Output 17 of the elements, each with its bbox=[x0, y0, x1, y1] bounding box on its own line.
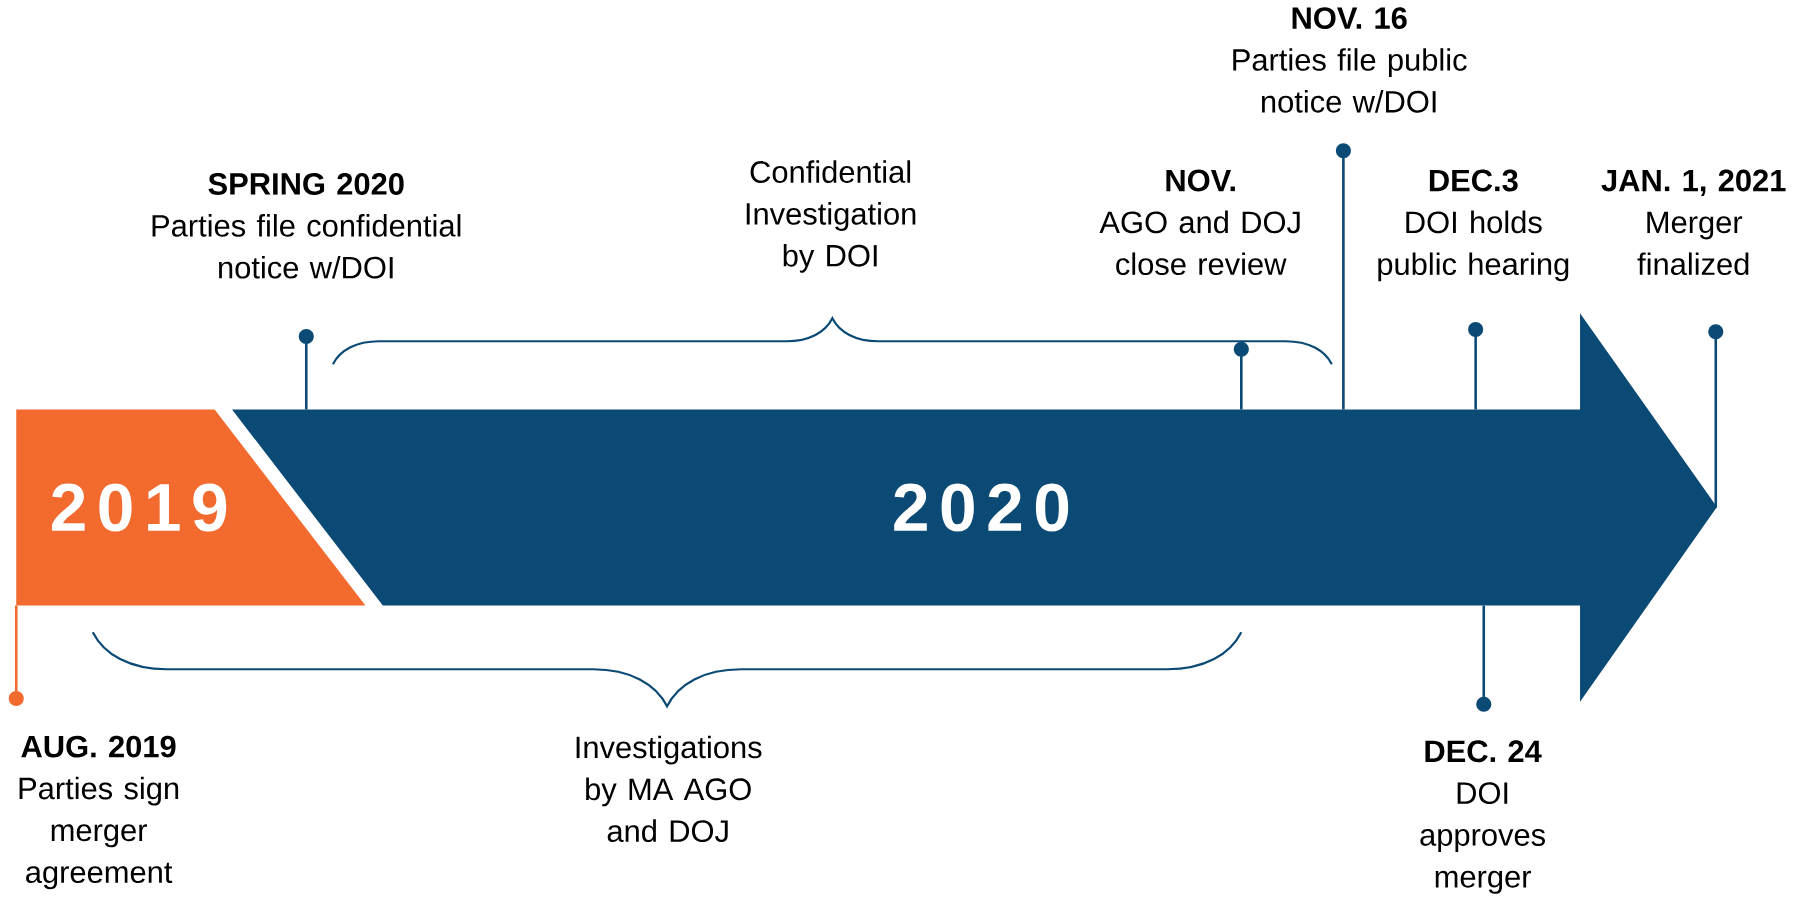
bracket-label: Confidential Investigation by DOI bbox=[746, 160, 916, 273]
pin-line bbox=[1233, 341, 1249, 410]
event-label: SPRING 2020 Parties file confidential notice w/DOI bbox=[152, 173, 461, 279]
event-label: NOV. AGO and DOJ close review bbox=[1099, 169, 1300, 276]
pin-line bbox=[1468, 322, 1484, 410]
event-label: DEC.3 DOI holds public hearing bbox=[1378, 169, 1569, 282]
bracket-label: Investigations by MA AGO and DOJ bbox=[576, 735, 762, 843]
event-label: JAN. 1, 2021 Merger finalized bbox=[1601, 169, 1786, 276]
pin-line bbox=[1476, 605, 1492, 712]
year-band: 2019 bbox=[16, 409, 366, 606]
event-label: DEC. 24 DOI approves merger bbox=[1420, 740, 1545, 895]
event-label: NOV. 16 Parties file public notice w/DOI bbox=[1233, 7, 1467, 113]
event-label: AUG. 2019 Parties sign merger agreement bbox=[19, 735, 179, 890]
pin-line bbox=[8, 605, 24, 707]
pin-line bbox=[1708, 324, 1724, 508]
pin-line bbox=[298, 329, 314, 410]
pin-line bbox=[1335, 143, 1351, 410]
